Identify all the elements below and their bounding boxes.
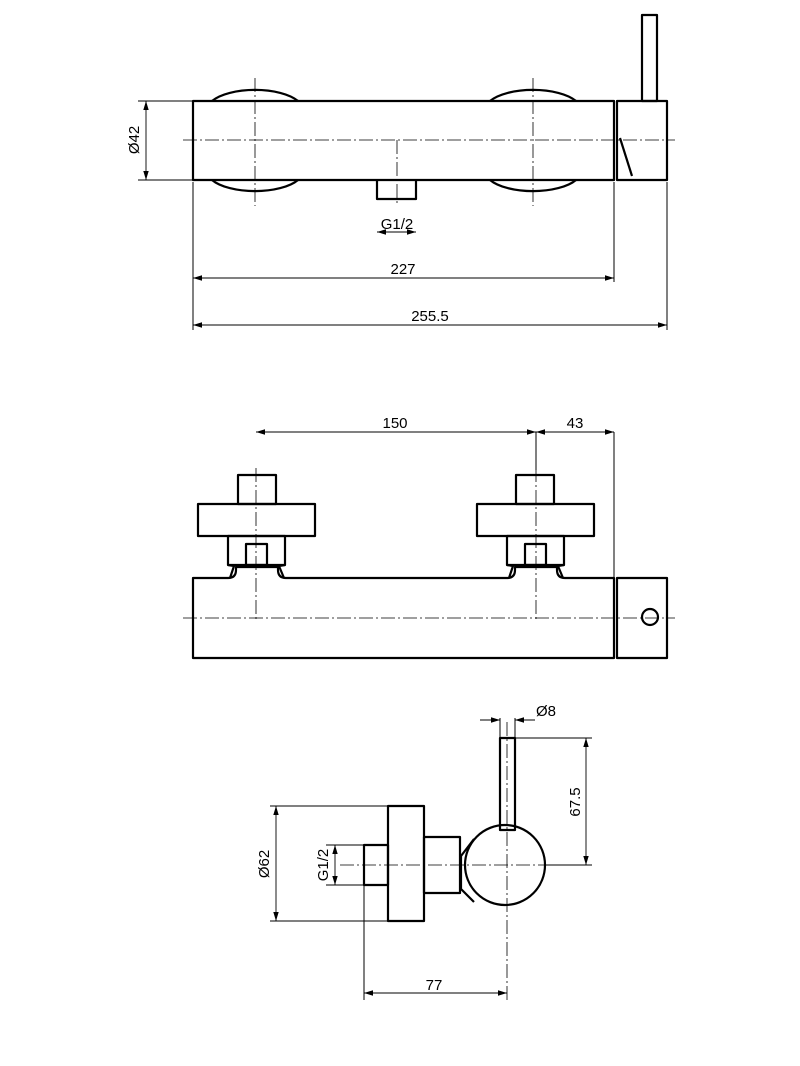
top-view: Ø42 G1/2 227 255.5 [126, 13, 675, 330]
label-handle-height: 67.5 [567, 787, 584, 816]
label-body-length: 227 [390, 261, 415, 278]
lever-hub-top [618, 137, 634, 177]
right-connector [475, 473, 596, 579]
mixer-body-top [191, 99, 616, 182]
label-inlet-side: G1/2 [315, 849, 332, 882]
lever-pivot-hole [640, 607, 660, 627]
label-offset-43: 43 [567, 415, 584, 432]
front-view: 150 43 [183, 415, 675, 660]
left-connector [196, 473, 317, 579]
outlet-stub-top [375, 180, 418, 201]
wall-flange-side [386, 804, 426, 923]
cartridge-neck-side [459, 838, 475, 903]
mixer-body-front [191, 565, 616, 660]
label-diameter-42: Ø42 [126, 126, 143, 154]
side-view: Ø8 67.5 Ø62 G1/2 77 [256, 703, 592, 1000]
label-flange-diameter: Ø62 [256, 850, 273, 878]
label-spacing-150: 150 [382, 415, 407, 432]
label-depth-77: 77 [426, 977, 443, 994]
lever-handle-top [640, 13, 659, 103]
lever-rod-side [498, 736, 517, 832]
label-handle-diameter: Ø8 [536, 703, 556, 720]
label-inlet-top: G1/2 [381, 216, 414, 233]
cartridge-cap-top [615, 99, 669, 182]
label-overall-length: 255.5 [411, 308, 449, 325]
